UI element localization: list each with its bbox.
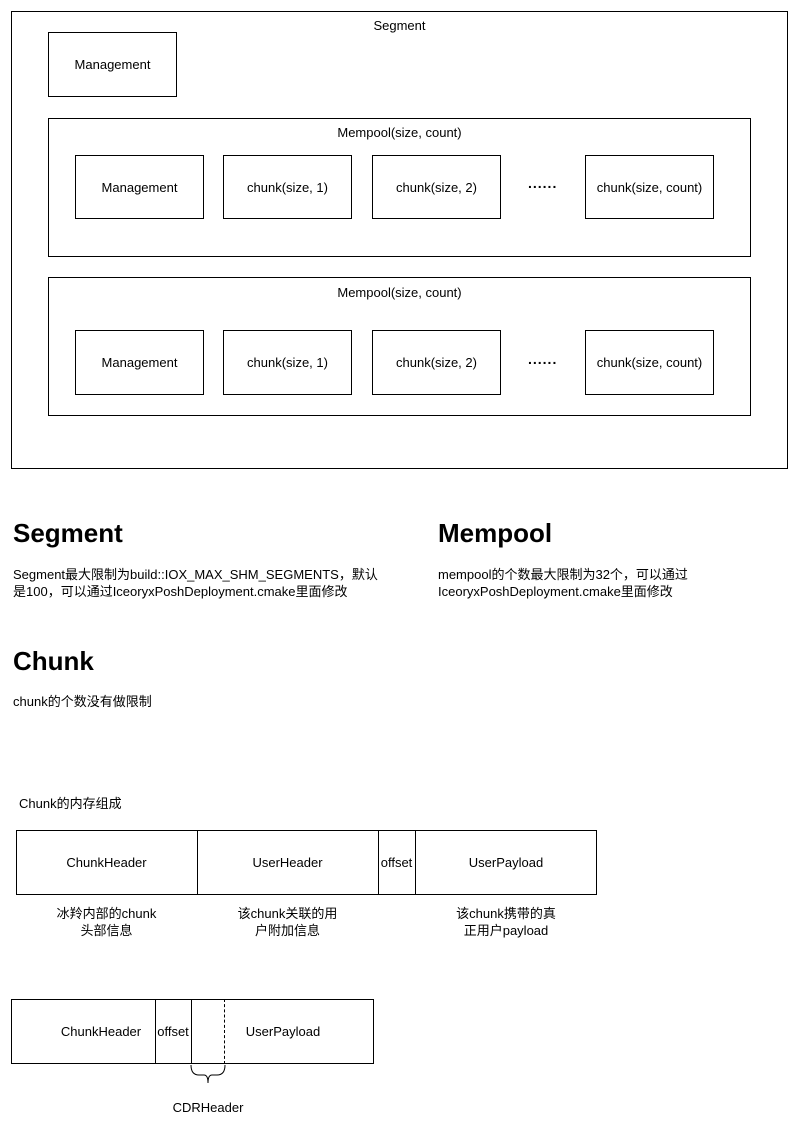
chunk-header-description: 冰羚内部的chunk 头部信息: [16, 905, 197, 939]
mempool-2-chunk-2: chunk(size, 2): [372, 330, 501, 395]
mempool-2-ellipsis: ......: [528, 351, 558, 367]
mempool-1-chunk-1: chunk(size, 1): [223, 155, 352, 219]
chunk-layout-row-2: [11, 999, 374, 1064]
mempool-description-line-2: IceoryxPoshDeployment.cmake里面修改: [438, 584, 673, 599]
mempool-2-chunk-count-label: chunk(size, count): [596, 355, 703, 370]
mempool-2-chunk-2-label: chunk(size, 2): [396, 355, 477, 370]
mempool-2-chunk-1-label: chunk(size, 1): [247, 355, 328, 370]
chunk-layout-row-1: [16, 830, 597, 895]
user-header-description-line-2: 户附加信息: [254, 923, 320, 938]
row-1-divider-1: [197, 830, 198, 895]
mempool-heading: Mempool: [438, 518, 553, 548]
segment-management-label: Management: [74, 57, 151, 72]
user-header-description-line-1: 该chunk关联的用: [237, 906, 338, 921]
chunk-layout-caption: Chunk的内存组成: [19, 796, 122, 811]
mempool-1-chunk-2: chunk(size, 2): [372, 155, 501, 219]
segment-description-line-1: Segment最大限制为build::IOX_MAX_SHM_SEGMENTS，…: [13, 567, 378, 582]
row-2-divider-2: [191, 999, 192, 1064]
segment-management-box: Management: [48, 32, 177, 97]
segment-description-line-2: 是100，可以通过IceoryxPoshDeployment.cmake里面修改: [13, 584, 348, 599]
row-1-divider-3: [415, 830, 416, 895]
segment-description: Segment最大限制为build::IOX_MAX_SHM_SEGMENTS，…: [13, 566, 393, 600]
row-1-user-payload: UserPayload: [468, 855, 544, 870]
row-2-user-payload: UserPayload: [245, 1024, 321, 1039]
mempool-description-line-1: mempool的个数最大限制为32个，可以通过: [438, 567, 688, 582]
user-payload-description-line-1: 该chunk携带的真: [456, 906, 556, 921]
row-1-offset: offset: [380, 855, 413, 870]
cdr-header-label: CDRHeader: [172, 1100, 244, 1115]
chunk-heading: Chunk: [13, 646, 94, 676]
mempool-description: mempool的个数最大限制为32个，可以通过 IceoryxPoshDeplo…: [438, 566, 778, 600]
mempool-1-chunk-count: chunk(size, count): [585, 155, 714, 219]
mempool-2-management-box: Management: [75, 330, 204, 395]
row-2-offset: offset: [157, 1024, 189, 1039]
mempool-label-1: Mempool(size, count): [337, 125, 462, 140]
mempool-1-chunk-count-label: chunk(size, count): [596, 179, 703, 195]
row-1-divider-2: [378, 830, 379, 895]
mempool-1-ellipsis: ......: [528, 175, 558, 191]
cdr-header-brace: [190, 1064, 226, 1084]
chunk-header-description-line-1: 冰羚内部的chunk: [56, 906, 157, 921]
mempool-1-management-label: Management: [101, 179, 178, 195]
mempool-2-chunk-1: chunk(size, 1): [223, 330, 352, 395]
mempool-1-chunk-2-label: chunk(size, 2): [396, 179, 477, 195]
row-2-cdr-boundary: [224, 999, 225, 1064]
mempool-1-chunk-1-label: chunk(size, 1): [247, 179, 328, 195]
row-1-user-header: UserHeader: [252, 855, 323, 870]
chunk-description: chunk的个数没有做限制: [13, 694, 152, 709]
user-payload-description-line-2: 正用户payload: [463, 923, 549, 938]
user-payload-description: 该chunk携带的真 正用户payload: [415, 905, 597, 939]
segment-label: Segment: [373, 18, 426, 33]
mempool-2-management-label: Management: [101, 355, 178, 370]
row-1-chunk-header: ChunkHeader: [66, 855, 147, 870]
chunk-header-description-line-2: 头部信息: [80, 923, 133, 938]
mempool-label-2: Mempool(size, count): [337, 285, 462, 300]
mempool-1-management-box: Management: [75, 155, 204, 219]
mempool-2-chunk-count: chunk(size, count): [585, 330, 714, 395]
user-header-description: 该chunk关联的用 户附加信息: [197, 905, 378, 939]
segment-heading: Segment: [13, 518, 123, 548]
row-2-divider-1: [155, 999, 156, 1064]
row-2-chunk-header: ChunkHeader: [60, 1024, 142, 1039]
